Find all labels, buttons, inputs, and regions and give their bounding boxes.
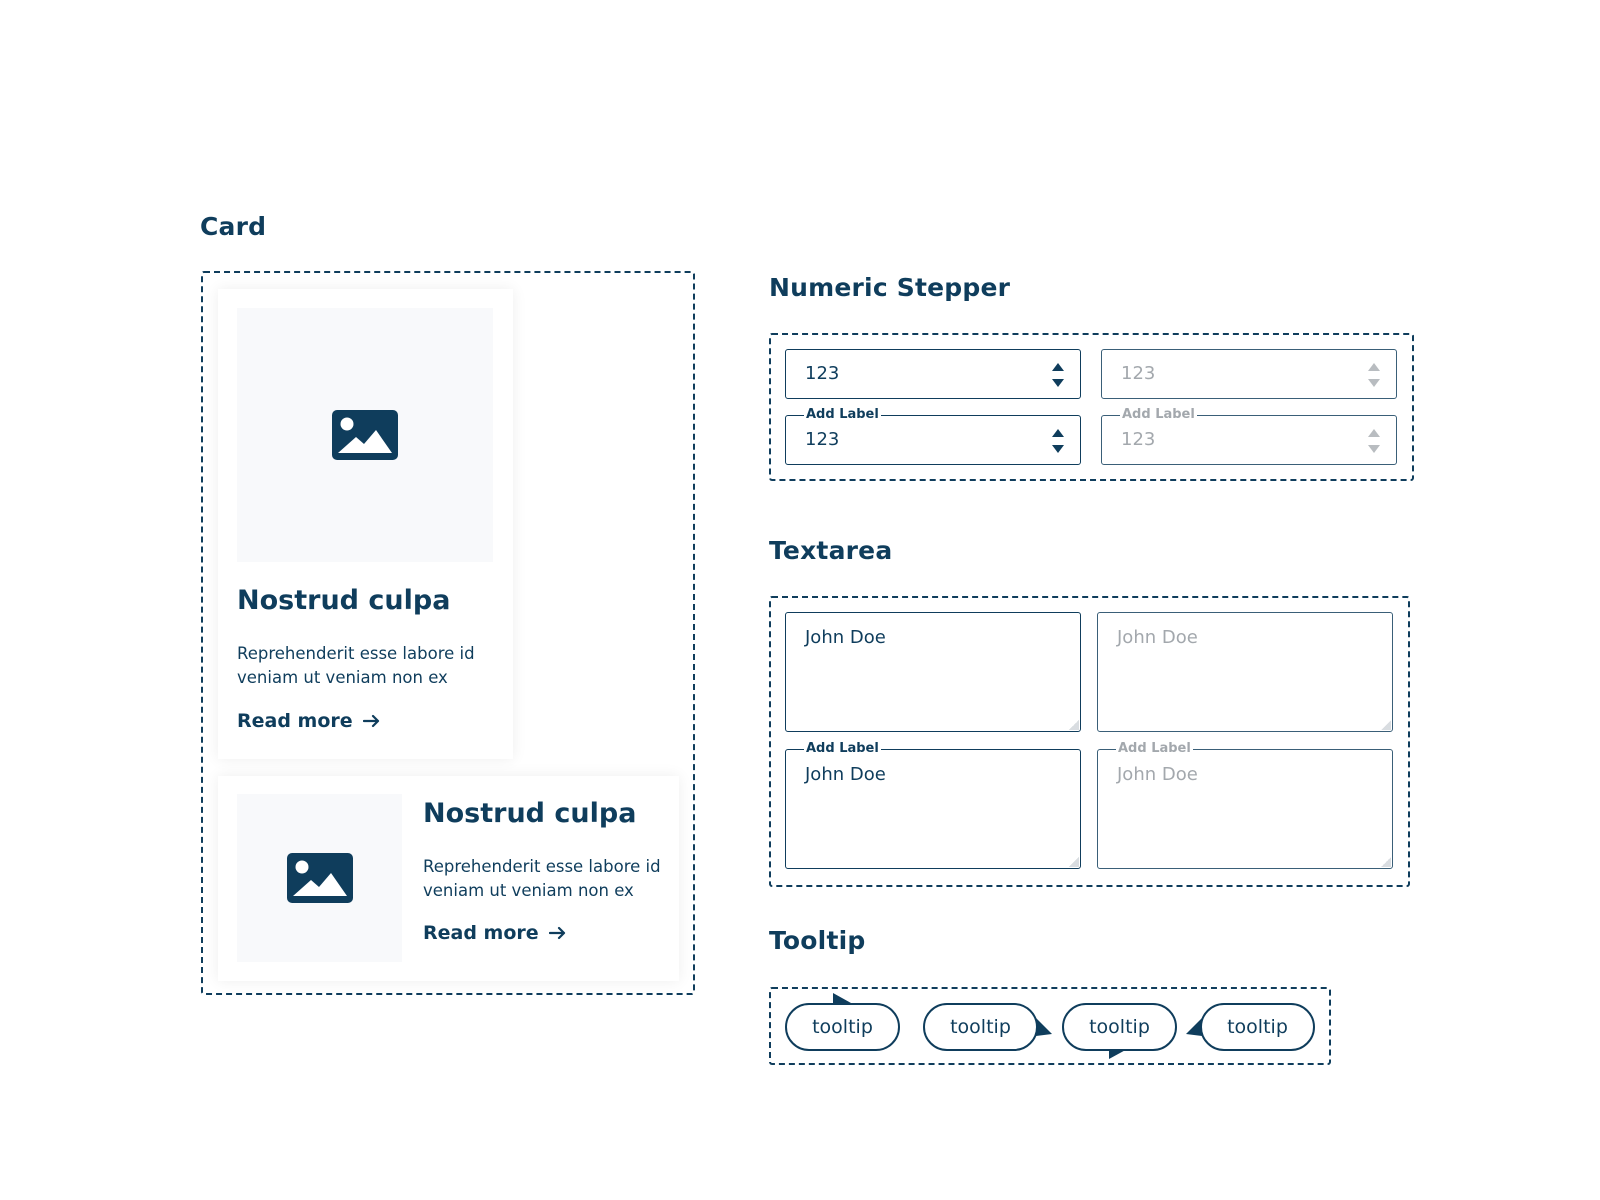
- textarea-value: John Doe: [1117, 627, 1198, 648]
- tooltip-text: tooltip: [950, 1016, 1011, 1038]
- textarea-section-title: Textarea: [769, 536, 893, 565]
- stepper-label: Add Label: [1120, 407, 1197, 423]
- stepper-value: 123: [805, 363, 840, 384]
- textarea-value: John Doe: [805, 627, 886, 648]
- textarea-demo-container: [769, 596, 1410, 887]
- read-more-label: Read more: [237, 710, 353, 732]
- tooltip-pointer-icon: [1186, 1018, 1202, 1036]
- vertical-card: Nostrud culpa Reprehenderit esse labore …: [218, 289, 513, 759]
- stepper-spin-buttons: [1052, 363, 1064, 387]
- card-title: Nostrud culpa: [423, 798, 637, 829]
- card-text-line: Reprehenderit esse labore id: [423, 857, 661, 876]
- textarea-disabled: John Doe: [1097, 612, 1393, 732]
- textarea-value: John Doe: [805, 764, 886, 785]
- numeric-stepper-disabled: 123: [1101, 349, 1397, 399]
- arrow-right-icon: [548, 926, 565, 940]
- numeric-stepper-labeled-disabled: Add Label 123: [1101, 407, 1397, 465]
- chevron-up-icon: [1368, 429, 1380, 437]
- read-more-link[interactable]: Read more: [237, 710, 381, 732]
- card-image-placeholder: [237, 308, 493, 562]
- card-title: Nostrud culpa: [237, 585, 451, 616]
- tooltip-demo-container: [769, 987, 1331, 1065]
- textarea[interactable]: John Doe: [785, 612, 1081, 732]
- tooltip-text: tooltip: [812, 1016, 873, 1038]
- chevron-up-icon: [1368, 363, 1380, 371]
- chevron-down-icon[interactable]: [1052, 445, 1064, 453]
- chevron-down-icon: [1368, 379, 1380, 387]
- textarea-value: John Doe: [1117, 764, 1198, 785]
- textarea-label: Add Label: [804, 741, 881, 757]
- resize-handle[interactable]: [1069, 720, 1079, 730]
- tooltip-pointer-icon: [833, 993, 851, 1005]
- chevron-down-icon[interactable]: [1052, 379, 1064, 387]
- stepper-demo-container: [769, 333, 1414, 481]
- horizontal-card: Nostrud culpa Reprehenderit esse labore …: [218, 776, 679, 981]
- read-more-label: Read more: [423, 922, 539, 944]
- card-text-line: veniam ut veniam non ex: [423, 881, 634, 900]
- chevron-down-icon: [1368, 445, 1380, 453]
- stepper-value: 123: [1121, 429, 1156, 450]
- stepper-label: Add Label: [804, 407, 881, 423]
- tooltip-text: tooltip: [1227, 1016, 1288, 1038]
- numeric-stepper-labeled[interactable]: Add Label 123: [785, 407, 1081, 465]
- resize-handle: [1381, 857, 1391, 867]
- card-text-line: veniam ut veniam non ex: [237, 668, 448, 687]
- textarea-labeled-disabled: Add Label John Doe: [1097, 741, 1393, 869]
- card-image-placeholder: [237, 794, 402, 962]
- resize-handle: [1381, 720, 1391, 730]
- tooltip-pointer-icon: [1036, 1018, 1052, 1036]
- stepper-spin-buttons: [1368, 363, 1380, 387]
- tooltip: tooltip: [785, 1003, 900, 1051]
- tooltip-section-title: Tooltip: [769, 926, 866, 955]
- card-demo-container: [201, 271, 695, 995]
- textarea-labeled[interactable]: Add Label John Doe: [785, 741, 1081, 869]
- stepper-section-title: Numeric Stepper: [769, 273, 1011, 302]
- stepper-value: 123: [805, 429, 840, 450]
- card-section-title: Card: [200, 212, 267, 241]
- stepper-spin-buttons: [1368, 429, 1380, 453]
- tooltip: tooltip: [1200, 1003, 1315, 1051]
- textarea-label: Add Label: [1116, 741, 1193, 757]
- tooltip: tooltip: [923, 1003, 1038, 1051]
- image-icon: [332, 410, 398, 460]
- tooltip-text: tooltip: [1089, 1016, 1150, 1038]
- tooltip: tooltip: [1062, 1003, 1177, 1051]
- numeric-stepper[interactable]: 123: [785, 349, 1081, 399]
- chevron-up-icon[interactable]: [1052, 363, 1064, 371]
- card-text-line: Reprehenderit esse labore id: [237, 644, 475, 663]
- resize-handle[interactable]: [1069, 857, 1079, 867]
- chevron-up-icon[interactable]: [1052, 429, 1064, 437]
- arrow-right-icon: [362, 714, 379, 728]
- stepper-value: 123: [1121, 363, 1156, 384]
- image-icon: [286, 853, 353, 903]
- read-more-link[interactable]: Read more: [423, 922, 567, 944]
- stepper-spin-buttons: [1052, 429, 1064, 453]
